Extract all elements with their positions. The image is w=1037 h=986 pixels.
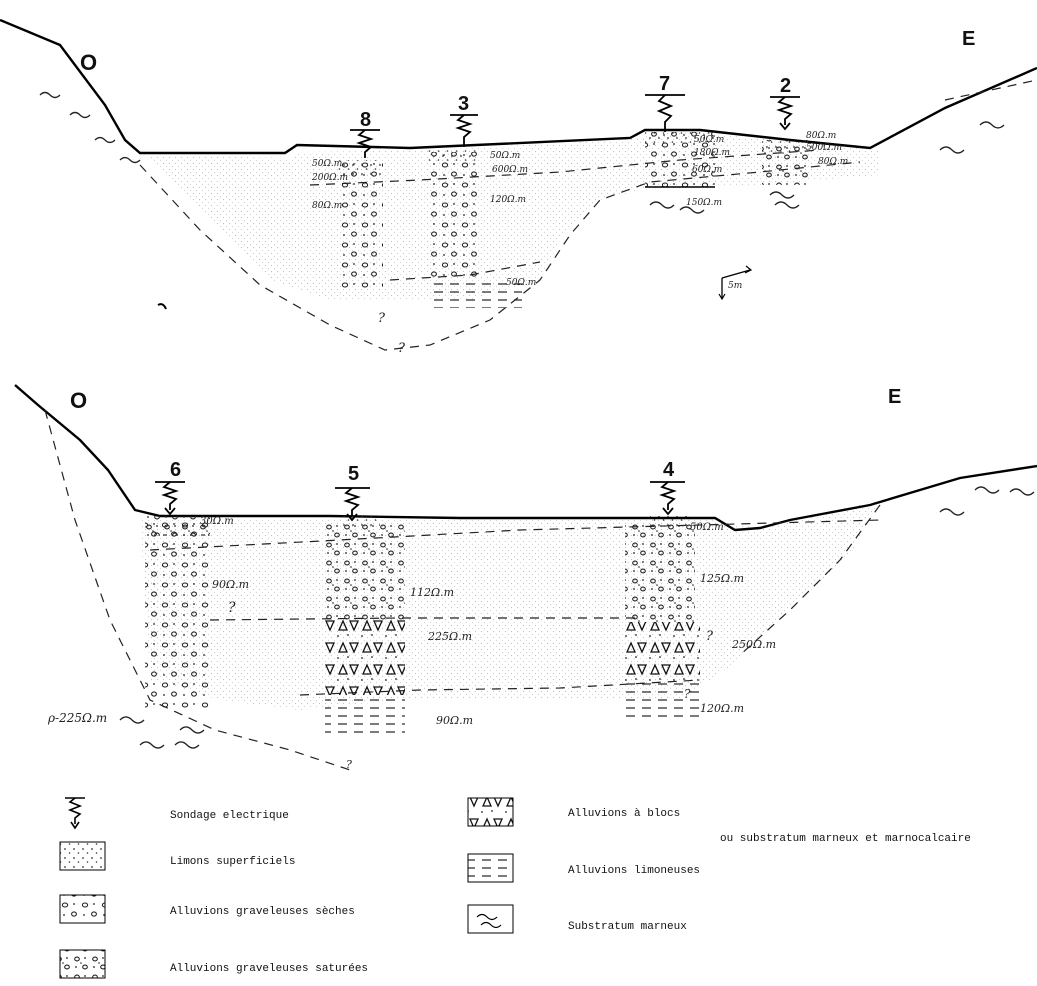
- sounding-3-column: [428, 152, 478, 280]
- svg-text:112Ω.m: 112Ω.m: [410, 586, 454, 599]
- svg-text:60Ω.m: 60Ω.m: [692, 165, 722, 175]
- question-mark: ?: [228, 600, 236, 616]
- legend-note: ou substratum marneux et marnocalcaire: [720, 833, 971, 845]
- svg-text:50Ω.m: 50Ω.m: [690, 522, 724, 533]
- legend-label-marl: Substratum marneux: [568, 921, 687, 933]
- svg-text:200Ω.m: 200Ω.m: [311, 173, 348, 183]
- legend-label-blocks: Alluvions à blocs: [568, 808, 680, 820]
- sounding-symbols-bottom: [155, 482, 685, 520]
- legend-open-circles-icon: [60, 895, 105, 923]
- profile-top: O E: [0, 20, 1037, 356]
- sounding-6-column: [145, 520, 210, 710]
- legend-label-silt: Limons superficiels: [170, 856, 295, 868]
- legend-sounding-icon: [65, 798, 85, 828]
- legend-label-silty-alluvium: Alluvions limoneuses: [568, 865, 700, 877]
- alluvial-fill-bottom: [140, 500, 880, 710]
- legend-label-dry-gravel: Alluvions graveleuses sèches: [170, 906, 355, 918]
- sounding-2-label: 2: [780, 75, 791, 97]
- legend-label-sounding: Sondage electrique: [170, 810, 289, 822]
- svg-text:225Ω.m: 225Ω.m: [427, 630, 472, 643]
- scale-indicator: 5m: [719, 266, 751, 299]
- west-label-top: O: [80, 50, 97, 75]
- legend-dots-circles-icon: [60, 950, 105, 978]
- sounding-4-label: 4: [663, 459, 675, 481]
- ground-surface-bottom: [15, 385, 1037, 530]
- legend-triangles-icon: [468, 798, 513, 826]
- ground-surface-top: [0, 20, 1037, 153]
- svg-text:150Ω.m: 150Ω.m: [686, 198, 722, 208]
- svg-text:30Ω.m: 30Ω.m: [200, 516, 234, 527]
- sounding-4-column: [625, 522, 695, 622]
- west-label-bottom: O: [70, 388, 87, 413]
- legend-fine-dots-icon: [60, 842, 105, 870]
- svg-text:50Ω.m: 50Ω.m: [506, 278, 536, 288]
- svg-text:90Ω.m: 90Ω.m: [212, 578, 249, 591]
- svg-text:50Ω.m: 50Ω.m: [312, 159, 342, 169]
- svg-text:500Ω.m: 500Ω.m: [806, 143, 842, 153]
- svg-text:50Ω.m: 50Ω.m: [694, 135, 724, 145]
- question-mark: ?: [684, 687, 691, 701]
- east-label-bottom: E: [888, 386, 901, 408]
- east-label-top: E: [962, 28, 975, 50]
- svg-text:80Ω.m: 80Ω.m: [312, 201, 342, 211]
- substrate-resistivity: ρ-225Ω.m: [47, 711, 107, 725]
- question-mark: ?: [378, 311, 386, 326]
- sounding-6-label: 6: [170, 459, 181, 481]
- question-mark: ?: [346, 758, 352, 771]
- legend-label-saturated-gravel: Alluvions graveleuses saturées: [170, 963, 368, 975]
- question-mark: ?: [706, 629, 714, 644]
- profile-bottom: O E 6 5: [15, 385, 1037, 771]
- svg-text:120Ω.m: 120Ω.m: [700, 702, 744, 715]
- sounding-3-label: 3: [458, 93, 469, 115]
- svg-text:90Ω.m: 90Ω.m: [436, 714, 473, 727]
- sounding-7-label: 7: [659, 73, 670, 95]
- legend: Sondage electrique Limons superficiels A…: [60, 798, 971, 978]
- legend-dashes-icon: [468, 854, 513, 882]
- svg-text:180Ω.m: 180Ω.m: [694, 148, 730, 158]
- svg-text:120Ω.m: 120Ω.m: [490, 195, 526, 205]
- legend-waves-icon: [468, 905, 513, 933]
- sounding-5-label: 5: [348, 463, 359, 485]
- scale-label: 5m: [728, 281, 742, 291]
- svg-text:250Ω.m: 250Ω.m: [731, 638, 776, 651]
- svg-text:600Ω.m: 600Ω.m: [492, 165, 528, 175]
- sounding-8-label: 8: [360, 109, 371, 131]
- svg-text:50Ω.m: 50Ω.m: [490, 151, 520, 161]
- question-mark: ?: [398, 341, 406, 356]
- sounding-5-column: [325, 520, 405, 620]
- svg-text:80Ω.m: 80Ω.m: [818, 157, 848, 167]
- svg-text:80Ω.m: 80Ω.m: [806, 131, 836, 141]
- svg-text:125Ω.m: 125Ω.m: [700, 572, 744, 585]
